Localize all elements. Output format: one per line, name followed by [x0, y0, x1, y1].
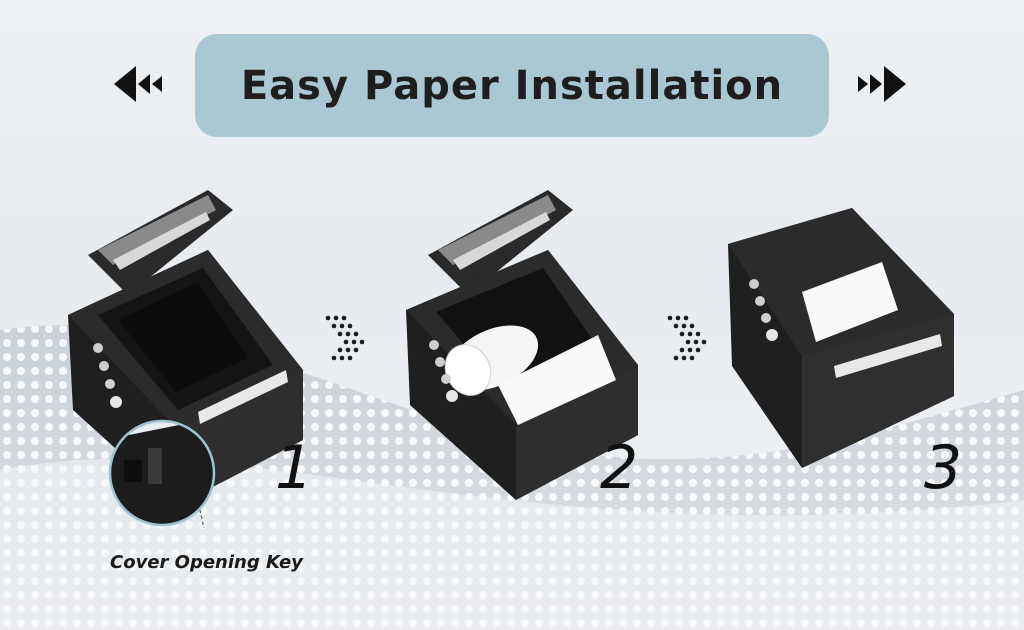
page-title: Easy Paper Installation: [240, 62, 784, 109]
step-number-3: 3: [924, 433, 963, 503]
printer-step-3-closed: [728, 208, 954, 468]
cover-opening-key-caption: Cover Opening Key: [110, 552, 303, 573]
magnifier-circle-icon: [108, 419, 216, 528]
rewind-arrow-icon: [114, 66, 162, 102]
step-number-1: 1: [275, 433, 314, 503]
printer-step-2-paper-loaded: [406, 190, 638, 500]
step-number-2: 2: [600, 433, 639, 503]
dotted-chevron-icon: [667, 315, 707, 361]
dotted-chevron-icon: [325, 315, 365, 361]
fast-forward-arrow-icon: [858, 66, 906, 102]
title-banner: Easy Paper Installation: [195, 34, 829, 137]
